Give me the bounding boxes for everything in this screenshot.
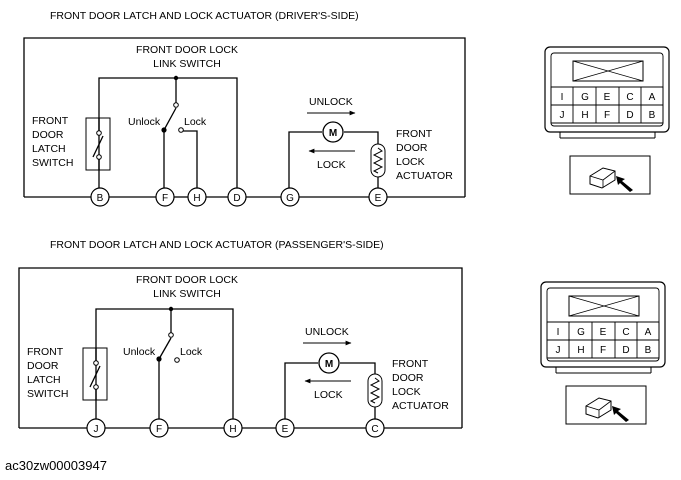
passengers-latch-label-2: DOOR (27, 360, 59, 372)
passengers-actuator-label-2: DOOR (392, 372, 424, 384)
drivers-latch-label-2: DOOR (32, 129, 64, 141)
drivers-pin-label: F (162, 193, 168, 204)
passengers-connector-face: I G E C A J H F D B (540, 281, 666, 374)
drivers-connector-face: I G E C A J H F D B (544, 46, 670, 139)
passengers-side-diagram: FRONT DOOR LATCH AND LOCK ACTUATOR (PASS… (18, 239, 463, 438)
drivers-connector-cell: B (649, 110, 656, 121)
passengers-connector-cell: G (577, 327, 585, 338)
passengers-unlock-label: Unlock (123, 346, 156, 358)
passengers-connector-cell: H (577, 345, 584, 356)
drivers-latch-switch-box (85, 117, 111, 171)
passengers-motor-icon (318, 352, 340, 374)
drivers-connector-cell: A (649, 92, 656, 103)
passengers-latch-label-3: LATCH (27, 374, 61, 386)
drivers-latch-label-4: SWITCH (32, 157, 73, 169)
drivers-motor-symbol: M (329, 128, 337, 139)
passengers-actuator-label-4: ACTUATOR (392, 400, 449, 412)
passengers-link-switch-label-1: FRONT DOOR LOCK (136, 274, 238, 286)
drivers-unlock-arrow-label: UNLOCK (309, 96, 353, 108)
passengers-latch-label-4: SWITCH (27, 388, 68, 400)
drivers-actuator-label-3: LOCK (396, 156, 425, 168)
drivers-link-switch-label-1: FRONT DOOR LOCK (136, 44, 238, 56)
passengers-connector-cell: B (645, 345, 652, 356)
drivers-pin-circle (90, 187, 110, 207)
drivers-connector-cell: F (604, 110, 610, 121)
passengers-connector-cell: F (600, 345, 606, 356)
passengers-pin-circle (223, 418, 243, 438)
drivers-motor-icon (322, 121, 344, 143)
drivers-connector-cell: G (581, 92, 589, 103)
drivers-connector-cell: E (604, 92, 611, 103)
drivers-pin-circle (187, 187, 207, 207)
drivers-connector-cell: J (560, 110, 565, 121)
passengers-latch-switch-box (82, 347, 108, 401)
passengers-actuator-coil-icon (367, 373, 383, 408)
passengers-latch-label-1: FRONT (27, 346, 64, 358)
drivers-connector-cell: I (561, 92, 564, 103)
passengers-unlock-arrow-label: UNLOCK (305, 326, 349, 338)
passengers-connector-cell: C (622, 327, 629, 338)
drivers-side-diagram: FRONT DOOR LATCH AND LOCK ACTUATOR (DRIV… (23, 10, 466, 207)
passengers-link-wire (95, 308, 234, 419)
passengers-frame (18, 267, 463, 428)
drivers-connector-cell: C (626, 92, 633, 103)
drivers-pin-circle (280, 187, 300, 207)
passengers-connector-cell: D (622, 345, 629, 356)
passengers-side-title: FRONT DOOR LATCH AND LOCK ACTUATOR (PASS… (50, 239, 384, 251)
drivers-link-wire (98, 77, 238, 188)
drivers-pin-terminals: B F H D G E (90, 187, 388, 207)
passengers-pin-circle (365, 418, 385, 438)
drivers-link-switch-label-2: LINK SWITCH (153, 58, 221, 70)
passengers-pin-label: E (282, 424, 289, 435)
passengers-pin-terminals: J F H E C (86, 418, 385, 438)
drivers-connector-view-icon (569, 155, 651, 195)
passengers-connector-cell: A (645, 327, 652, 338)
drivers-connector-cell: H (581, 110, 588, 121)
passengers-lock-arrow-label: LOCK (314, 389, 343, 401)
passengers-actuator-label-1: FRONT (392, 358, 429, 370)
drivers-actuator-label-4: ACTUATOR (396, 170, 453, 182)
drivers-unlock-label: Unlock (128, 116, 161, 128)
passengers-connector-cell: E (600, 327, 607, 338)
passengers-connector-cell: I (557, 327, 560, 338)
drivers-pin-circle (155, 187, 175, 207)
drivers-actuator-label-1: FRONT (396, 128, 433, 140)
drivers-latch-label-3: LATCH (32, 143, 66, 155)
drivers-pin-circle (368, 187, 388, 207)
passengers-pin-label: J (94, 424, 99, 435)
passengers-lock-label: Lock (180, 346, 203, 358)
drivers-connector-cell: D (626, 110, 633, 121)
drivers-pin-label: E (375, 193, 382, 204)
passengers-motor-symbol: M (325, 359, 333, 370)
drivers-actuator-label-2: DOOR (396, 142, 428, 154)
passengers-connector-view-icon (565, 385, 647, 425)
drivers-lock-arrow-label: LOCK (317, 159, 346, 171)
drivers-pin-label: B (97, 193, 104, 204)
passengers-pin-label: F (156, 424, 162, 435)
drivers-frame (23, 37, 466, 197)
drivers-side-title: FRONT DOOR LATCH AND LOCK ACTUATOR (DRIV… (50, 10, 359, 22)
passengers-pin-circle (149, 418, 169, 438)
figure-id: ac30zw00003947 (5, 458, 107, 473)
passengers-link-switch-label-2: LINK SWITCH (153, 288, 221, 300)
passengers-pin-label: C (371, 424, 378, 435)
passengers-pin-label: H (229, 424, 236, 435)
passengers-actuator-label-3: LOCK (392, 386, 421, 398)
drivers-pin-label: D (233, 193, 240, 204)
drivers-pin-circle (227, 187, 247, 207)
drivers-lock-label: Lock (184, 116, 207, 128)
drivers-pin-label: H (193, 193, 200, 204)
passengers-pin-circle (86, 418, 106, 438)
passengers-pin-circle (275, 418, 295, 438)
drivers-actuator-coil-icon (370, 143, 386, 178)
drivers-latch-label-1: FRONT (32, 115, 69, 127)
passengers-connector-cell: J (556, 345, 561, 356)
drivers-pin-label: G (286, 193, 294, 204)
